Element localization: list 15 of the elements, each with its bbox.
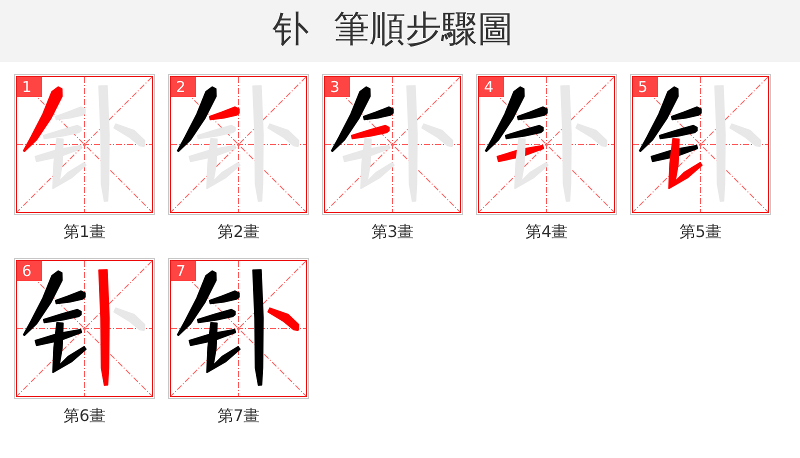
step-caption: 第5畫	[678, 222, 723, 242]
page-title: 钋 筆順步驟圖	[271, 8, 515, 52]
step-number: 7	[171, 261, 196, 281]
step-caption: 第2畫	[216, 222, 261, 242]
step-number: 3	[325, 77, 350, 97]
step-caption: 第3畫	[370, 222, 415, 242]
step-caption: 第4畫	[524, 222, 569, 242]
step-caption: 第6畫	[62, 406, 107, 426]
step-number: 2	[171, 77, 196, 97]
step-caption: 第7畫	[216, 406, 261, 426]
step-number: 6	[17, 261, 42, 281]
step-number: 4	[479, 77, 504, 97]
step-number: 5	[633, 77, 658, 97]
step-number: 1	[17, 77, 42, 97]
step-caption: 第1畫	[62, 222, 107, 242]
